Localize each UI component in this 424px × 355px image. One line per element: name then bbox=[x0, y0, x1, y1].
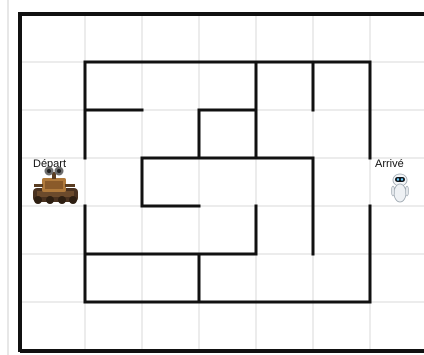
maze-walls bbox=[85, 62, 370, 302]
end-label: Arrivé bbox=[375, 158, 404, 170]
walle-robot-icon[interactable] bbox=[33, 167, 78, 205]
eve-robot-icon[interactable] bbox=[391, 174, 408, 202]
